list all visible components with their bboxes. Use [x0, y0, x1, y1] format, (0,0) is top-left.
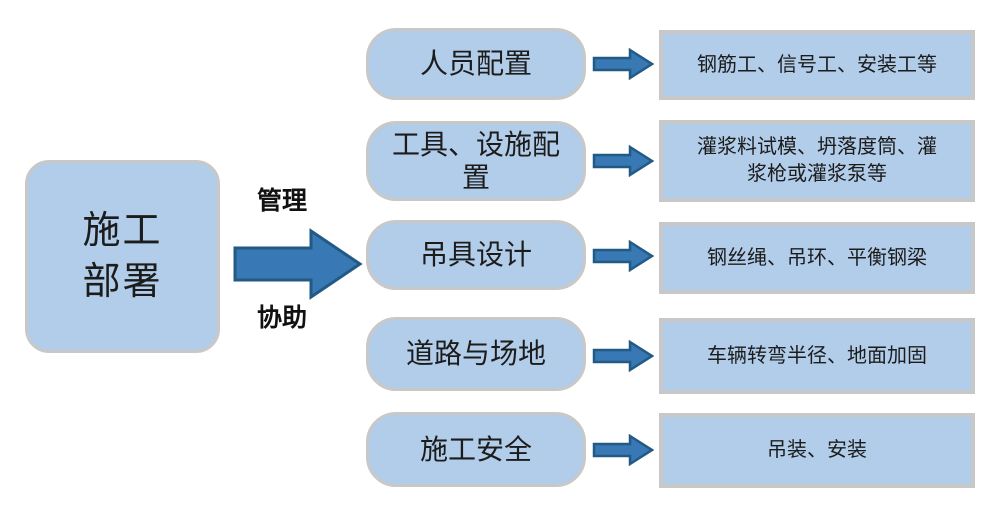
- category-node-personnel: 人员配置: [366, 28, 586, 100]
- category-label: 施工安全: [419, 433, 532, 465]
- category-node-roads-site: 道路与场地: [366, 317, 586, 391]
- arrow-right-icon: [592, 47, 654, 81]
- category-label: 人员配置: [419, 48, 532, 80]
- big-arrow-right-icon: [233, 228, 363, 300]
- detail-label: 灌浆料试模、坍落度筒、灌 浆枪或灌浆泵等: [697, 136, 937, 185]
- detail-node-workers: 钢筋工、信号工、安装工等: [659, 30, 975, 100]
- category-node-tools-facilities: 工具、设施配 置: [366, 121, 586, 201]
- arrow-right-icon: [592, 339, 654, 373]
- arrow-right-icon: [592, 433, 654, 467]
- category-node-construction-safety: 施工安全: [366, 412, 586, 487]
- root-node-construction-deployment: 施工 部署: [25, 160, 220, 353]
- detail-node-safety-tasks: 吊装、安装: [659, 413, 975, 488]
- detail-node-site-requirements: 车辆转弯半径、地面加固: [659, 318, 975, 394]
- detail-node-grouting-equipment: 灌浆料试模、坍落度筒、灌 浆枪或灌浆泵等: [659, 120, 975, 202]
- category-node-rigging-design: 吊具设计: [366, 220, 586, 290]
- detail-label: 钢筋工、信号工、安装工等: [697, 53, 937, 76]
- manage-label: 管理: [256, 187, 307, 215]
- category-label: 工具、设施配 置: [391, 128, 560, 193]
- arrow-right-icon: [592, 144, 654, 178]
- root-node-label: 施工 部署: [82, 210, 163, 303]
- category-label: 吊具设计: [419, 239, 532, 271]
- detail-label: 钢丝绳、吊环、平衡钢梁: [707, 246, 927, 269]
- detail-label: 车辆转弯半径、地面加固: [707, 344, 927, 367]
- detail-node-rigging-items: 钢丝绳、吊环、平衡钢梁: [659, 222, 975, 294]
- arrow-right-icon: [592, 239, 654, 273]
- category-label: 道路与场地: [405, 338, 546, 370]
- assist-label: 协助: [256, 304, 307, 332]
- detail-label: 吊装、安装: [767, 439, 867, 461]
